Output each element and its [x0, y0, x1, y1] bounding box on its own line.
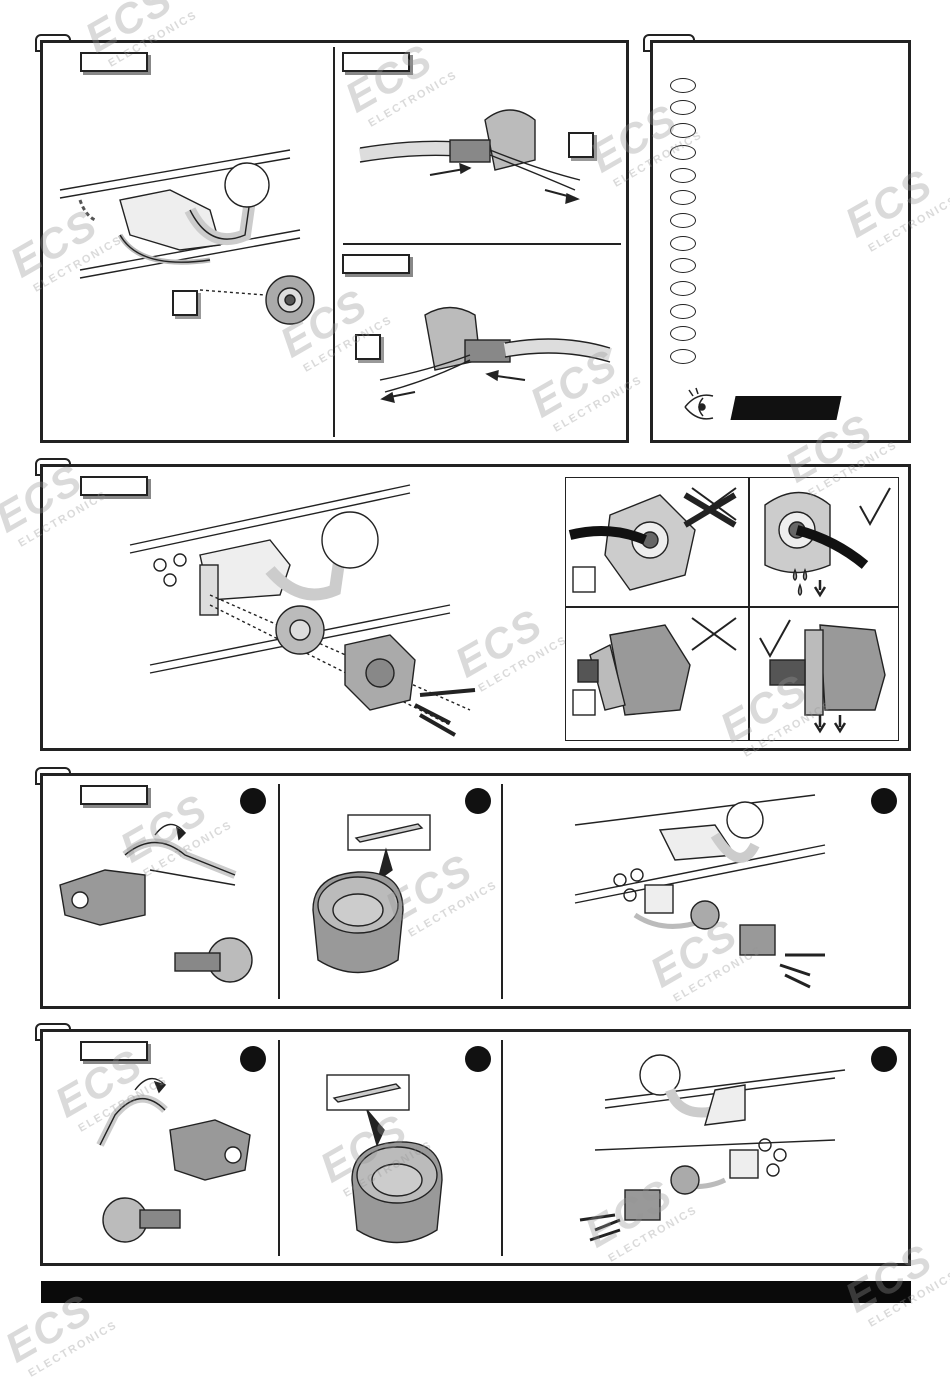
parts-list-item-6: [670, 190, 696, 205]
section-1-divider: [333, 47, 335, 437]
cross-mark-icon: [691, 487, 737, 521]
check-mark-icon: [759, 619, 791, 659]
step-marker-4c: [871, 1046, 897, 1072]
section-1-panel: [40, 40, 629, 443]
parts-list-item-1: [670, 78, 696, 93]
check-mark-icon: [859, 487, 891, 527]
step-label-1c: [342, 254, 410, 274]
parts-list-item-3: [670, 123, 696, 138]
callout-box-2: [568, 132, 594, 158]
parts-list-item-4: [670, 145, 696, 160]
seal-correct-top: [764, 491, 869, 598]
step-label-1b: [342, 52, 410, 72]
seal-check-frame: [565, 477, 899, 741]
step-label-2: [80, 476, 148, 496]
step-label-4: [80, 1041, 148, 1061]
section-3-divider-1: [278, 784, 280, 999]
assembled-towbar-illustration-3: [574, 794, 826, 989]
parts-list-item-7: [670, 213, 696, 228]
step-marker-4b: [465, 1046, 491, 1072]
warning-black-bar: [730, 396, 842, 420]
step-marker-3b: [465, 788, 491, 814]
callout-box-3: [355, 334, 381, 360]
callout-box-1: [172, 290, 198, 316]
socket-housing-cut-illustration: [312, 814, 431, 974]
footer-black-bar: [41, 1281, 911, 1303]
step-label-3: [80, 785, 148, 805]
section-4-divider-1: [278, 1040, 280, 1256]
section-4-divider-2: [501, 1040, 503, 1256]
eye-icon: [684, 387, 714, 420]
seal-check-vdivider: [748, 478, 750, 740]
section-1-subdivider: [343, 243, 621, 245]
parts-list-item-8: [670, 236, 696, 251]
section-3-divider-2: [501, 784, 503, 999]
parts-list-item-9: [670, 258, 696, 273]
step-label-1a: [80, 52, 148, 72]
grommet-cable-illustration-top: [358, 109, 581, 205]
parts-list-item-2: [670, 100, 696, 115]
seal-wrong-top: [568, 492, 737, 593]
socket-housing-cut-illustration-4: [326, 1074, 443, 1244]
parts-list-item-10: [670, 281, 696, 296]
parts-list-item-5: [670, 168, 696, 183]
pliers-break-tab-illustration-mirrored: [96, 1077, 251, 1243]
step-marker-4a: [240, 1046, 266, 1072]
socket-mounting-illustration: [129, 484, 476, 737]
step-marker-3a: [240, 788, 266, 814]
seal-check-hdivider: [566, 606, 898, 608]
cross-mark-icon: [691, 617, 737, 651]
parts-list-item-11: [670, 304, 696, 319]
grommet-cable-illustration-bottom: [379, 306, 613, 403]
pliers-break-tab-illustration: [59, 823, 253, 983]
parts-list-item-12: [670, 326, 696, 341]
seal-correct-bottom: [769, 624, 886, 734]
towbar-cable-illustration: [59, 149, 315, 325]
seal-wrong-bottom: [572, 624, 691, 716]
step-marker-3c: [871, 788, 897, 814]
parts-list-item-13: [670, 349, 696, 364]
assembled-towbar-illustration-4: [579, 1054, 846, 1242]
